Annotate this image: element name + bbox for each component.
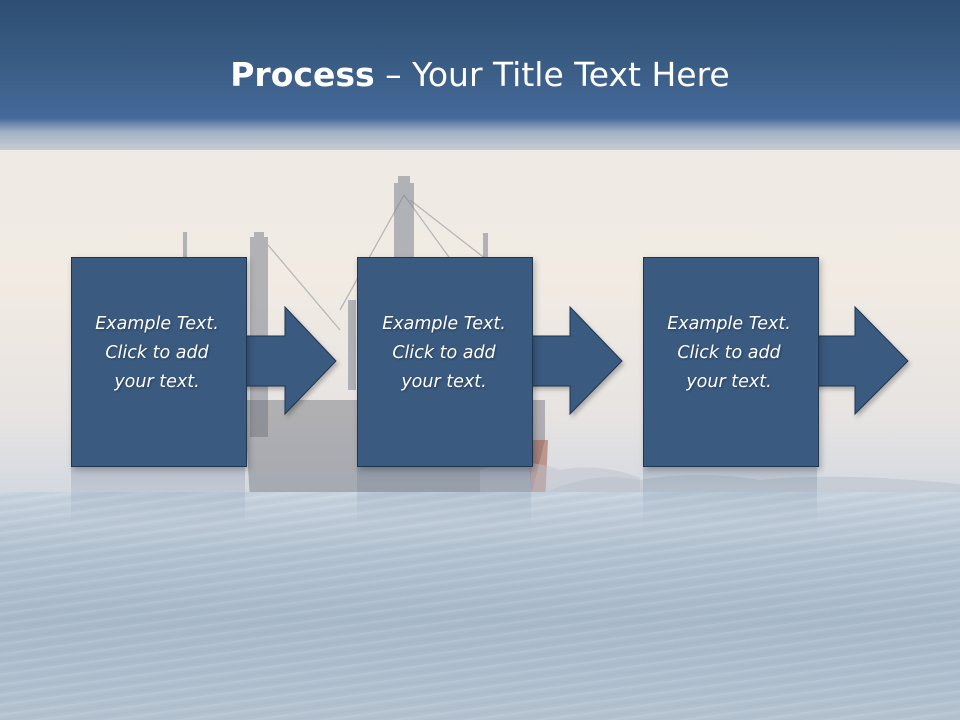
arrow-3-icon xyxy=(811,305,909,416)
process-step-2-text[interactable]: Example Text. Click to add your text. xyxy=(357,310,531,397)
box-3-reflection xyxy=(643,467,817,525)
step-3-line-1: Example Text. xyxy=(667,314,791,334)
process-step-1-text[interactable]: Example Text. Click to add your text. xyxy=(70,310,244,397)
sea-waves xyxy=(0,492,960,720)
title-rest-text: – Your Title Text Here xyxy=(374,55,730,94)
box-2-reflection xyxy=(357,467,531,525)
arrow-1-icon xyxy=(239,305,337,416)
step-3-line-3: your text. xyxy=(686,372,772,392)
box-1-reflection xyxy=(71,467,245,525)
step-1-line-1: Example Text. xyxy=(95,314,219,334)
process-step-2-box[interactable] xyxy=(357,257,533,467)
step-3-line-2: Click to add xyxy=(677,343,781,363)
process-step-3-box[interactable] xyxy=(643,257,819,467)
arrow-2-icon xyxy=(525,305,623,416)
process-step-1-box[interactable] xyxy=(71,257,247,467)
title-bar xyxy=(0,0,960,150)
title-bold-text: Process xyxy=(230,55,375,94)
step-1-line-2: Click to add xyxy=(105,343,209,363)
slide-title[interactable]: Process – Your Title Text Here xyxy=(0,52,960,98)
step-2-line-3: your text. xyxy=(401,372,487,392)
process-step-3-text[interactable]: Example Text. Click to add your text. xyxy=(642,310,816,397)
sea-background xyxy=(0,492,960,720)
step-2-line-1: Example Text. xyxy=(382,314,506,334)
step-1-line-3: your text. xyxy=(114,372,200,392)
step-2-line-2: Click to add xyxy=(392,343,496,363)
